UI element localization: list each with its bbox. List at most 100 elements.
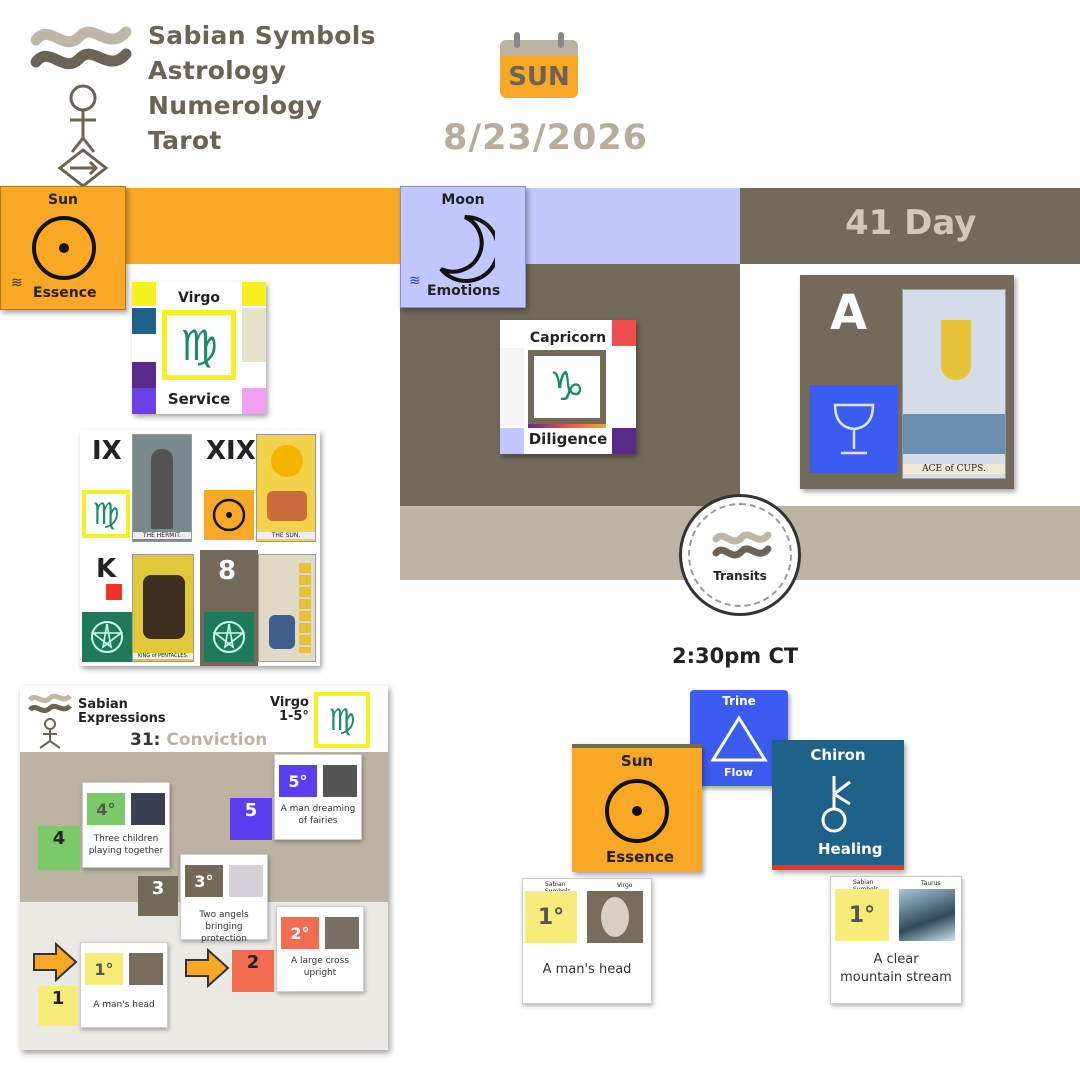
tarot-card-king-pentacles[interactable]: KING of PENTACLES. — [132, 554, 194, 662]
moon-title: Moon — [441, 192, 485, 208]
moon-tile[interactable]: Moon Emotions ≋ — [400, 186, 526, 308]
virgo-glyph-icon: ♍ — [180, 320, 218, 370]
transits-label: Transits — [713, 569, 767, 583]
card-letter: A — [830, 285, 868, 341]
degree-box: 1° — [525, 891, 577, 943]
symbol-image — [325, 917, 359, 949]
sabian-card-step-3[interactable]: 3° Two angels bringing protection — [180, 854, 268, 944]
tarot-card-hermit[interactable]: THE HERMIT. — [132, 434, 192, 542]
tarot-card-ace-cups: ACE of CUPS. — [902, 289, 1006, 479]
trine-glyph-icon — [710, 715, 768, 762]
symbol-image — [323, 765, 357, 797]
capricorn-sign-card[interactable]: Capricorn ♑ Diligence — [500, 320, 636, 454]
brand-line: Tarot — [148, 126, 222, 155]
virgo-mini-tile: ♍ — [82, 490, 130, 538]
chiron-glyph-icon — [821, 776, 851, 833]
tarot-card-eight-pentacles[interactable] — [258, 554, 316, 662]
tarot-card-sun[interactable]: THE SUN. — [256, 434, 316, 542]
day-badge: SUN — [500, 56, 578, 98]
sabian-card-step-1[interactable]: 1° A man's head — [80, 942, 168, 1028]
calendar-icon: SUN — [500, 32, 578, 98]
sabian-card-step-5[interactable]: 5° A man dreaming of fairies — [274, 754, 362, 840]
transit-sun-caption: Essence — [606, 848, 675, 866]
numeral-label: IX — [92, 436, 122, 466]
sun-mini-tile — [204, 490, 254, 540]
numeral-label: 8 — [218, 556, 237, 586]
sun-title: Sun — [47, 192, 79, 208]
sabian-card-step-2[interactable]: 2° A large cross upright — [276, 906, 364, 992]
pentacle-tile — [204, 612, 254, 662]
numeral-label: XIX — [206, 436, 256, 466]
day-band — [740, 188, 1080, 264]
virgo-name: Virgo — [178, 290, 220, 306]
moon-glyph-icon — [439, 214, 495, 283]
sun-glyph-icon — [605, 779, 669, 843]
transit-time: 2:30pm CT — [672, 644, 799, 668]
step-number-tile: 3 — [138, 876, 178, 916]
symbol-image — [131, 793, 165, 825]
symbol-text: Three children playing together — [88, 834, 164, 856]
card-caption: KING of PENTACLES. — [133, 653, 193, 659]
sun-tarot-grid: IX ♍ THE HERMIT. XIX THE SUN. K KING of … — [80, 430, 320, 666]
sun-caption: Essence — [33, 285, 97, 301]
numeral-label: K — [96, 554, 117, 584]
arrow-right-icon — [33, 942, 78, 982]
card-caption: THE SUN. — [257, 532, 315, 539]
ace-cups-panel[interactable]: A ACE of CUPS. — [800, 275, 1014, 489]
symbol-text: A man's head — [542, 962, 632, 977]
capricorn-glyph-icon: ♑ — [549, 364, 585, 410]
trine-title: Trine — [722, 694, 756, 708]
fire-mini-tile — [106, 584, 122, 600]
sun-tile[interactable]: Sun Essence ≋ — [0, 186, 126, 310]
degree-box: 4° — [87, 793, 125, 825]
virgo-sign-card[interactable]: Virgo ♍ Service — [132, 282, 266, 414]
card-caption: ACE of CUPS. — [903, 464, 1005, 474]
transits-badge[interactable]: Transits — [679, 494, 801, 616]
card-caption: THE HERMIT. — [133, 532, 191, 539]
symbol-text: A man dreaming of fairies — [280, 804, 356, 826]
symbol-image — [229, 865, 263, 897]
sabian-wave-icon — [712, 531, 772, 559]
brand-line: Sabian Symbols — [148, 21, 376, 50]
brand-title: Sabian Symbols Astrology Numerology Taro… — [148, 18, 376, 158]
brand-line: Astrology — [148, 56, 287, 85]
degree-box: 3° — [185, 865, 223, 897]
transit-sun-tile[interactable]: Sun Essence — [572, 744, 702, 872]
arrow-right-icon — [185, 948, 230, 988]
symbol-image — [899, 889, 955, 941]
chiron-caption: Healing — [818, 840, 883, 858]
expressions-theme: 31: Conviction — [130, 730, 268, 750]
chiron-title: Chiron — [810, 746, 866, 764]
moon-caption: Emotions — [427, 283, 501, 299]
symbol-text: A large cross upright — [290, 956, 350, 978]
brand-logo — [30, 18, 140, 188]
brand-logo-small — [28, 693, 72, 749]
step-number-tile: 2 — [232, 950, 274, 992]
symbol-text: Two angels bringing protection — [199, 910, 249, 944]
brand-line: Numerology — [148, 91, 323, 120]
trine-caption: Flow — [724, 766, 754, 779]
symbol-image — [129, 953, 163, 985]
degree-box: 5° — [279, 765, 317, 797]
step-number-tile: 4 — [38, 826, 80, 870]
date-label: 8/23/2026 — [443, 118, 649, 158]
virgo-glyph-box: ♍ — [162, 310, 236, 380]
degree-box: 1° — [835, 889, 889, 941]
degree-box: 1° — [85, 953, 123, 985]
day-label: 41 Day — [845, 203, 977, 243]
sabian-card-step-4[interactable]: 4° Three children playing together — [82, 782, 170, 868]
chiron-tile[interactable]: Chiron Healing — [772, 740, 904, 870]
transit-sun-title: Sun — [620, 752, 654, 770]
capricorn-glyph-box: ♑ — [528, 350, 606, 424]
sabian-wave-icon: ≋ — [11, 275, 23, 291]
card-sign: Taurus — [921, 880, 941, 887]
degree-box: 2° — [281, 917, 319, 949]
trine-tile[interactable]: Trine Flow — [690, 690, 788, 786]
virgo-mini-tile: ♍ — [314, 692, 370, 748]
